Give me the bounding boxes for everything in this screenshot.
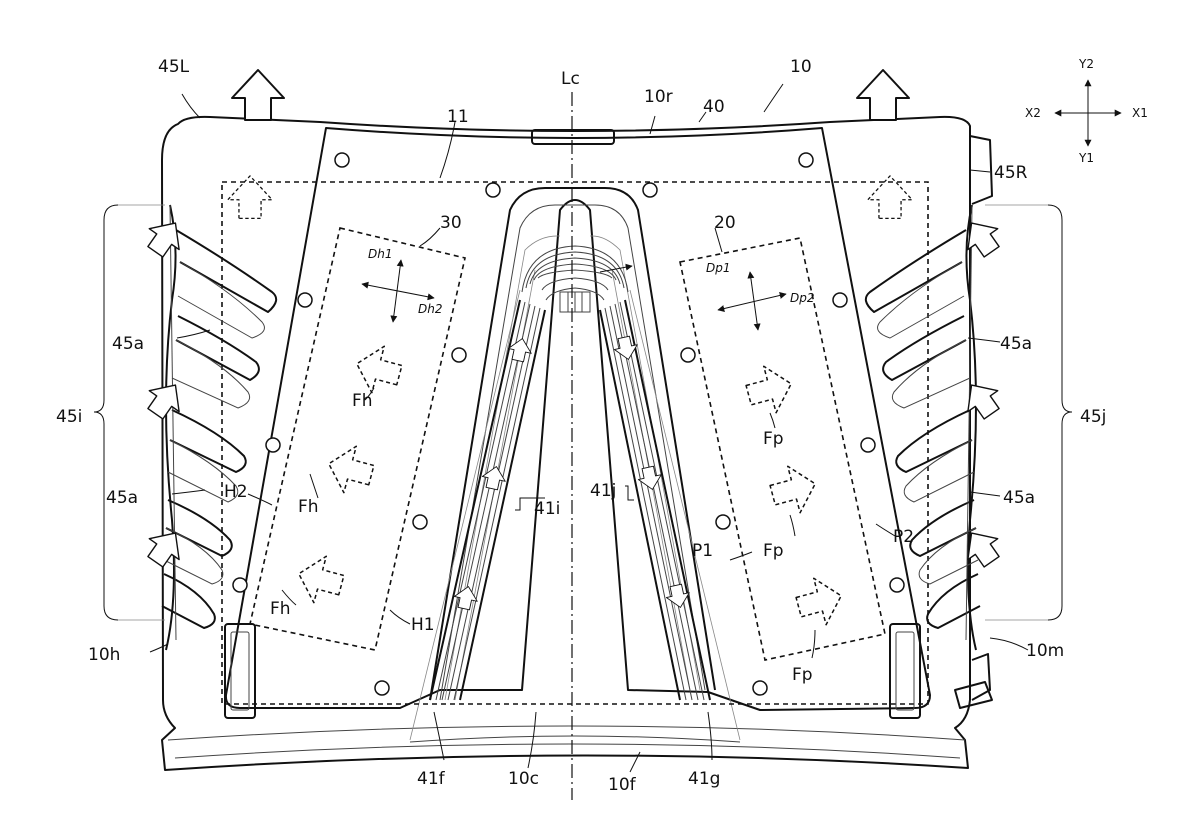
label-X2: X2 (1025, 106, 1041, 120)
label-P1: P1 (692, 541, 713, 561)
fan-arches (521, 245, 633, 313)
label-Fh-3: Fh (270, 599, 291, 619)
label-Dh2: Dh2 (418, 302, 442, 316)
axis-labels: Y2 Y1 X2 X1 (1025, 57, 1148, 165)
duct-right (599, 299, 711, 701)
label-10h: 10h (88, 645, 120, 665)
label-10m: 10m (1026, 641, 1064, 661)
housing (161, 115, 993, 771)
label-Lc: Lc (561, 69, 580, 89)
heatsink-region-right (679, 237, 886, 661)
label-41j: 41j (590, 481, 616, 501)
label-41g: 41g (688, 769, 720, 789)
label-45L: 45L (158, 57, 190, 77)
label-10: 10 (790, 57, 812, 77)
duct-left (429, 299, 546, 701)
foot-pads (224, 623, 921, 719)
label-H1: H1 (411, 615, 435, 635)
label-10r: 10r (644, 87, 673, 107)
label-41i: 41i (534, 499, 560, 519)
dashed-flow-arrows (227, 175, 913, 632)
label-Dp1: Dp1 (706, 261, 731, 275)
reference-labels: 45L Lc 10r 40 10 11 45R 30 20 45a 45a 45… (56, 57, 1106, 795)
label-Fp-2: Fp (763, 541, 784, 561)
label-H2: H2 (224, 482, 248, 502)
label-30: 30 (440, 213, 462, 233)
heatsink-region-left (249, 227, 466, 651)
outer-dashed-region (221, 181, 929, 705)
label-45a-right-lower: 45a (1003, 488, 1035, 508)
label-20: 20 (714, 213, 736, 233)
label-Fp-1: Fp (763, 429, 784, 449)
top-plate (224, 127, 931, 741)
label-45a-left-upper: 45a (112, 334, 144, 354)
bracket-right (1047, 204, 1073, 621)
screw-holes (232, 152, 905, 696)
leader-lines (149, 83, 1029, 773)
label-45a-left-lower: 45a (106, 488, 138, 508)
four-way-arrow-icon (1054, 79, 1122, 147)
label-P2: P2 (893, 527, 914, 547)
label-Y1: Y1 (1078, 151, 1094, 165)
fins-right (864, 204, 981, 651)
label-Fp-3: Fp (792, 665, 813, 685)
exhaust-arrow-top-left-icon (231, 69, 285, 121)
label-45a-right-upper: 45a (1000, 334, 1032, 354)
label-41f: 41f (417, 769, 446, 789)
label-45j: 45j (1080, 407, 1106, 427)
direction-cross-right (717, 271, 787, 331)
label-Fh-1: Fh (352, 391, 373, 411)
label-Dh1: Dh1 (368, 247, 392, 261)
label-45i: 45i (56, 407, 82, 427)
label-X1: X1 (1132, 106, 1148, 120)
label-11: 11 (447, 107, 469, 127)
label-45R: 45R (994, 163, 1028, 183)
direction-cross-left (361, 259, 435, 323)
label-Dp2: Dp2 (790, 291, 815, 305)
label-Fh-2: Fh (298, 497, 319, 517)
label-Y2: Y2 (1078, 57, 1094, 71)
label-10f: 10f (608, 775, 637, 795)
exhaust-arrows (139, 69, 1008, 573)
exhaust-arrow-top-right-icon (856, 69, 910, 121)
label-40: 40 (703, 97, 725, 117)
label-10c: 10c (508, 769, 539, 789)
bracket-left (93, 204, 119, 621)
fins-left (161, 204, 278, 651)
